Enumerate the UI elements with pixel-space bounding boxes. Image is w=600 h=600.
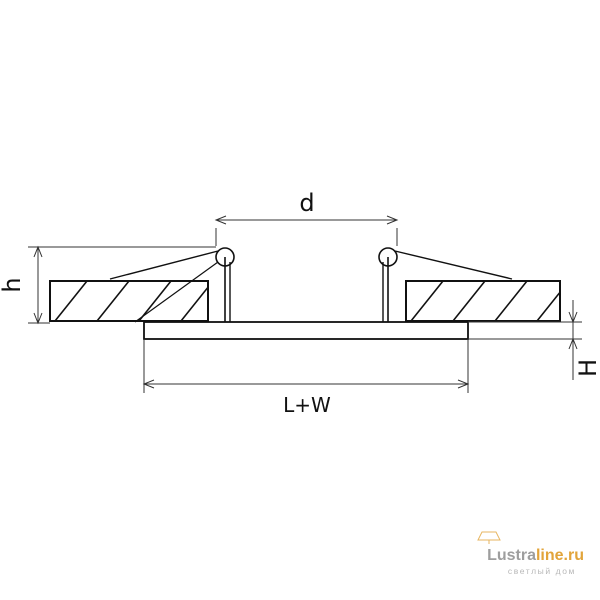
watermark-brand: Lustraline.ru bbox=[487, 547, 584, 564]
lamp-icon bbox=[477, 531, 501, 544]
watermark-brand-part2: line.ru bbox=[536, 547, 584, 564]
left-ceiling-section bbox=[49, 280, 209, 322]
dimension-lw bbox=[142, 339, 470, 393]
fixture-base-plate bbox=[143, 321, 469, 340]
dimension-d bbox=[214, 215, 399, 246]
watermark-logo: Lustraline.ru светлый дом bbox=[477, 531, 584, 576]
label-H: H bbox=[574, 359, 600, 377]
label-d: d bbox=[299, 189, 314, 217]
right-hatching bbox=[410, 281, 560, 321]
dimension-h bbox=[28, 245, 216, 325]
dimension-H bbox=[468, 300, 582, 380]
watermark-brand-part1: Lustra bbox=[487, 547, 536, 564]
watermark-tagline: светлый дом bbox=[508, 566, 576, 576]
left-spring-clip bbox=[109, 247, 235, 323]
label-lw: L+W bbox=[283, 393, 331, 417]
left-hatching bbox=[54, 281, 208, 321]
label-h: h bbox=[0, 277, 26, 292]
right-ceiling-section bbox=[405, 280, 561, 322]
right-spring-clip bbox=[378, 247, 513, 322]
